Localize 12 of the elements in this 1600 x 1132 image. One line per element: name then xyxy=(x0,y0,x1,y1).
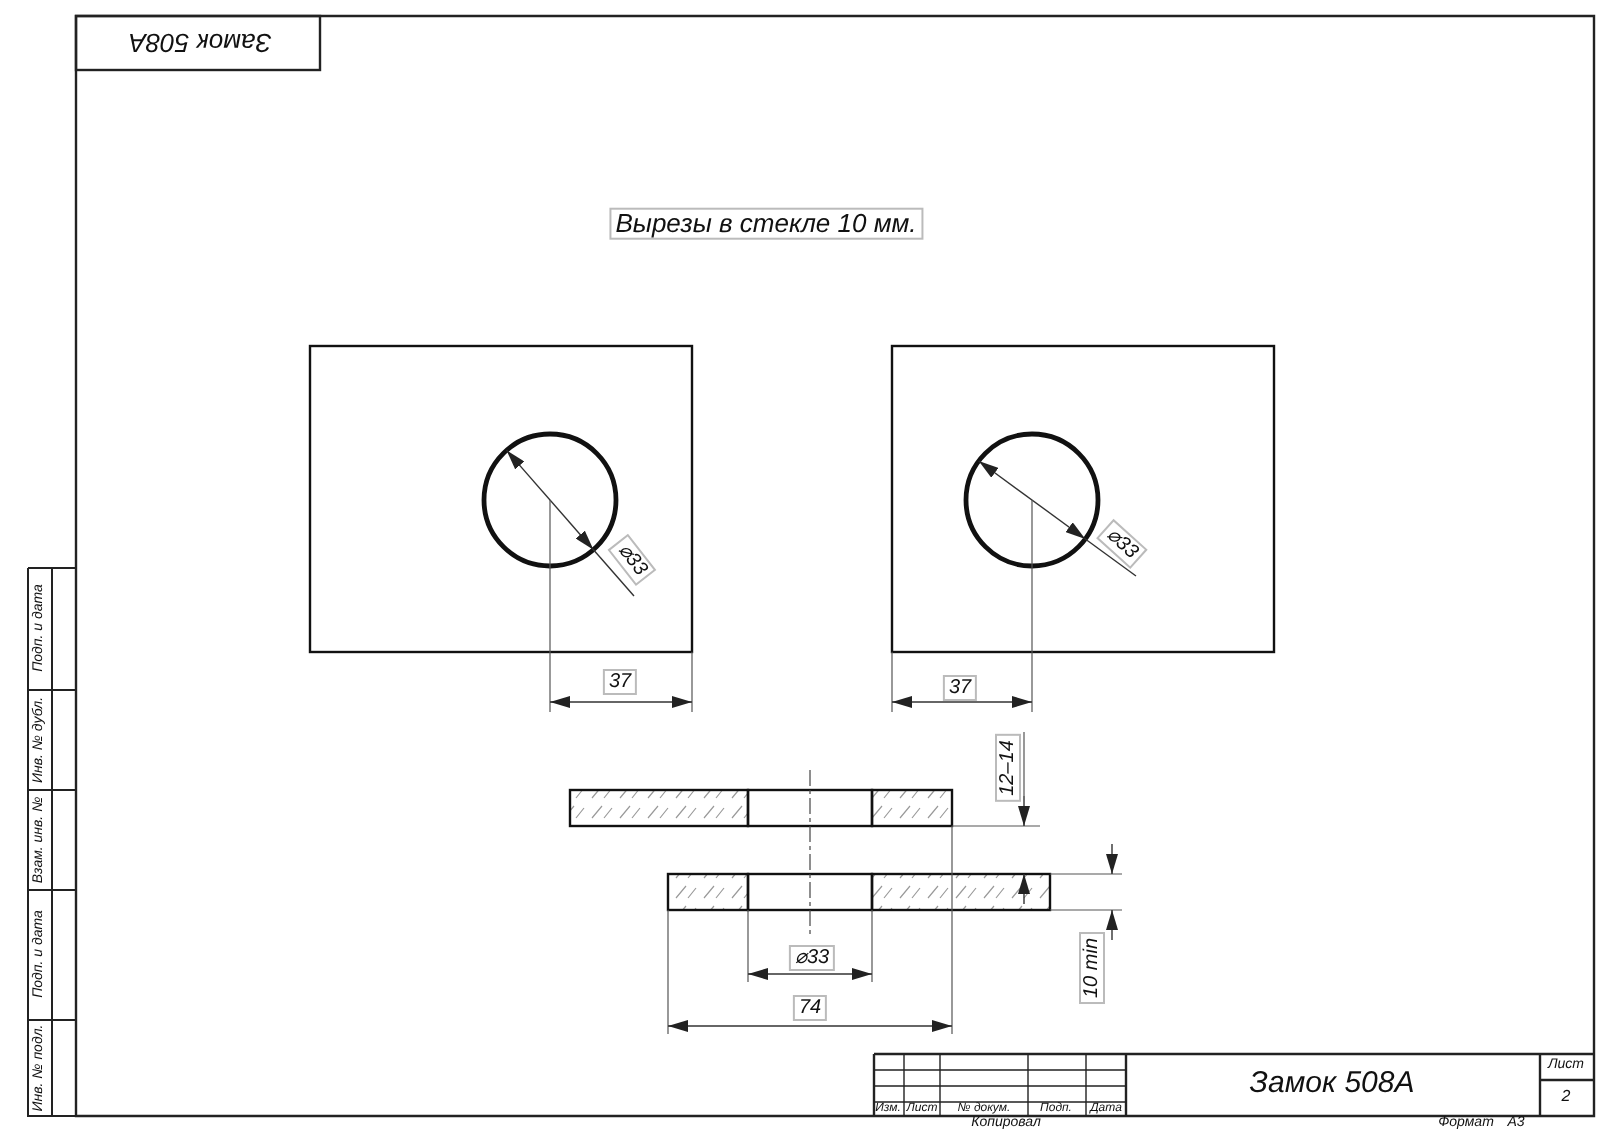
dimension-label: 37 xyxy=(602,669,638,695)
sheet-number: 2 xyxy=(1561,1089,1571,1107)
dimension-label: 37 xyxy=(942,675,978,701)
dimension-label: 10 min xyxy=(1079,932,1105,1004)
drawing-title: Замок 508А xyxy=(1249,1067,1415,1101)
dimension-label: ⌀33 xyxy=(607,533,657,587)
dimension-label: 74 xyxy=(792,995,828,1021)
stamp-text: Замок 508А xyxy=(128,27,272,57)
dimension-label: ⌀33 xyxy=(788,945,836,971)
dimension-label: ⌀33 xyxy=(1096,518,1148,570)
dimension-label: 12–14 xyxy=(995,734,1021,802)
note-text: Вырезы в стекле 10 мм. xyxy=(609,207,923,241)
